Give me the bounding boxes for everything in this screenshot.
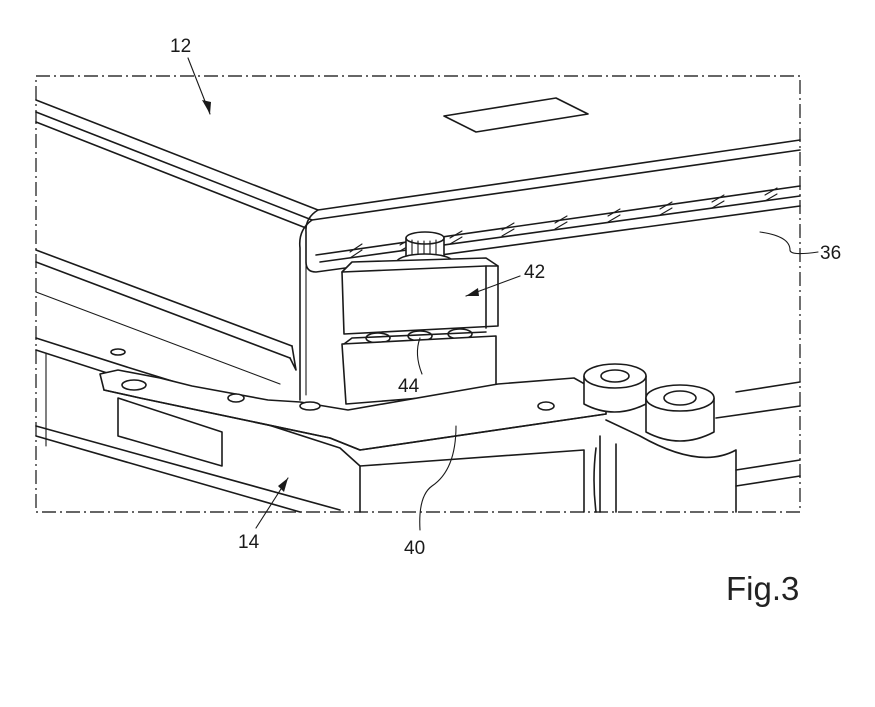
figure-label: Fig.3 bbox=[726, 570, 799, 607]
ref-40: 40 bbox=[404, 538, 425, 559]
ref-44: 44 bbox=[398, 376, 420, 397]
plate bbox=[99, 348, 607, 451]
leader-44 bbox=[416, 337, 423, 375]
label-pad bbox=[443, 97, 589, 133]
upper-housing bbox=[35, 97, 801, 401]
bushings bbox=[583, 363, 801, 513]
housing-slot bbox=[117, 397, 223, 467]
leader-40 bbox=[419, 425, 457, 531]
leader-36 bbox=[759, 231, 819, 255]
detail-frame bbox=[35, 75, 801, 513]
connector bbox=[341, 231, 499, 405]
ref-36: 36 bbox=[820, 243, 841, 264]
leader-12 bbox=[187, 57, 211, 115]
leader-14 bbox=[255, 477, 289, 529]
ref-12: 12 bbox=[170, 36, 191, 57]
ref-42: 42 bbox=[524, 262, 545, 283]
lower-housing bbox=[35, 337, 585, 513]
ref-14: 14 bbox=[238, 532, 260, 553]
leader-42 bbox=[465, 275, 521, 297]
